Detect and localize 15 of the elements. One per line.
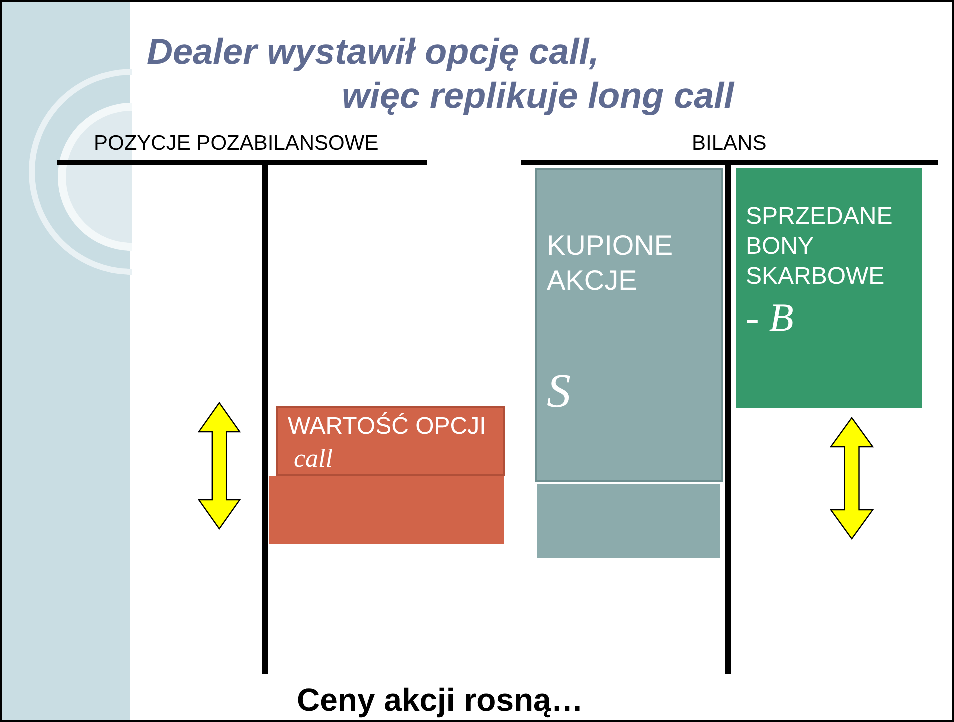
column-heading: BILANS: [692, 132, 767, 156]
position-box: [535, 168, 723, 482]
position-box: [736, 168, 922, 408]
box-heading: SPRZEDANE BONY SKARBOWE: [746, 202, 894, 292]
column-heading: POZYCJE POZABILANSOWE: [94, 132, 379, 156]
math-symbol: call: [294, 446, 334, 472]
increase-box: [269, 476, 504, 544]
caption-text: Ceny akcji rosną…: [297, 682, 584, 719]
position-box: [276, 406, 505, 476]
increase-box: [537, 484, 720, 558]
box-heading: WARTOŚĆ OPCJI: [288, 412, 488, 442]
box-heading: KUPIONE AKCJE: [547, 229, 674, 298]
math-symbol: - B: [746, 298, 795, 338]
slide-title: Dealer wystawił opcję call, więc replikuje long call: [147, 30, 734, 118]
math-symbol: S: [547, 368, 572, 416]
